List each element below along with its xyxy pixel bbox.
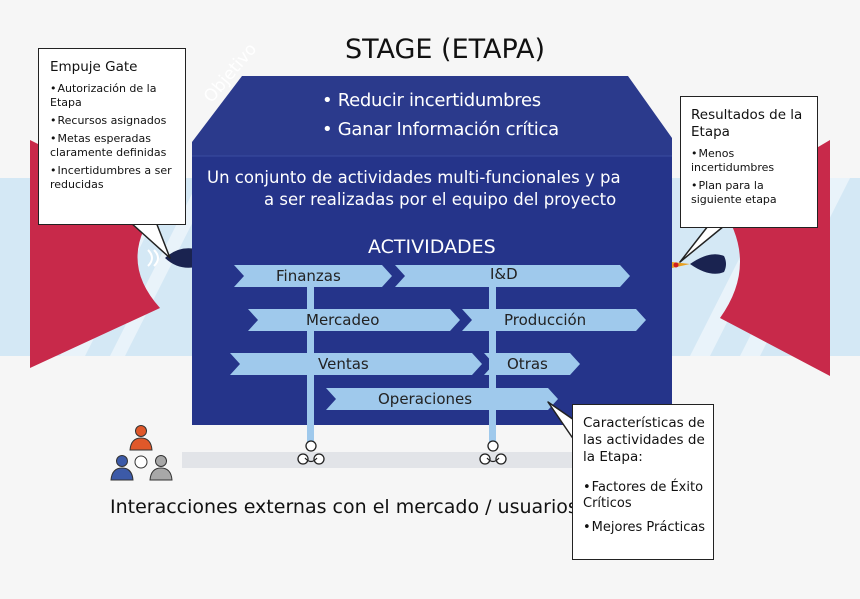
caracteristicas-item: Mejores Prácticas xyxy=(583,520,707,536)
activity-operaciones: Operaciones xyxy=(378,390,473,408)
arrow-produccion xyxy=(462,309,646,331)
caracteristicas-callout: Características de las actividades de la… xyxy=(572,404,714,560)
activity-id: I&D xyxy=(490,265,518,283)
resultados-list: Menos incertidumbres Plan para la siguie… xyxy=(691,147,811,207)
actividades-title: ACTIVIDADES xyxy=(368,236,496,258)
node-icon xyxy=(479,440,507,465)
arrow-id xyxy=(395,265,630,287)
activity-ventas: Ventas xyxy=(318,355,369,373)
activity-produccion: Producción xyxy=(504,311,587,329)
description-line-2: a ser realizadas por el equipo del proye… xyxy=(264,190,617,209)
empuje-gate-item: Autorización de la Etapa xyxy=(50,82,177,110)
activity-mercadeo: Mercadeo xyxy=(306,311,380,329)
empuje-gate-item: Incertidumbres a ser reducidas xyxy=(50,164,177,192)
interacciones-caption: Interacciones externas con el mercado / … xyxy=(110,496,578,518)
empuje-gate-title: Empuje Gate xyxy=(50,59,138,75)
user-group-icon xyxy=(110,425,173,481)
rocket-icon xyxy=(672,254,726,274)
description-line-1: Un conjunto de actividades multi-funcion… xyxy=(207,168,621,187)
resultados-title: Resultados de la Etapa xyxy=(691,107,803,140)
caracteristicas-list: Factores de Éxito Críticos Mejores Práct… xyxy=(583,480,707,536)
activity-finanzas: Finanzas xyxy=(276,267,341,285)
empuje-gate-item: Metas esperadas claramente definidas xyxy=(50,132,177,160)
empuje-gate-item: Recursos asignados xyxy=(50,114,177,128)
caracteristicas-item: Factores de Éxito Críticos xyxy=(583,480,707,512)
arrow-operaciones xyxy=(326,388,558,410)
stage-title: STAGE (ETAPA) xyxy=(344,34,546,65)
objetivo-bullet-1: • Reducir incertidumbres xyxy=(322,90,541,111)
resultados-callout: Resultados de la Etapa Menos incertidumb… xyxy=(680,96,818,228)
resultados-item: Plan para la siguiente etapa xyxy=(691,179,811,207)
interaction-bar xyxy=(182,452,572,468)
arrow-otras xyxy=(484,353,580,375)
resultados-item: Menos incertidumbres xyxy=(691,147,811,175)
objetivo-bullet-2: • Ganar Información crítica xyxy=(322,119,559,140)
arrow-ventas xyxy=(230,353,482,375)
node-icon xyxy=(297,440,325,465)
stage-panel-lower xyxy=(192,156,672,425)
activity-otras: Otras xyxy=(507,355,548,373)
arrow-mercadeo xyxy=(248,309,460,331)
activity-arrows xyxy=(230,265,646,410)
caracteristicas-title: Características de las actividades de la… xyxy=(583,415,705,465)
empuje-gate-callout: Empuje Gate Autorización de la Etapa Rec… xyxy=(38,48,186,225)
arrow-finanzas xyxy=(234,265,392,287)
empuje-gate-list: Autorización de la Etapa Recursos asigna… xyxy=(50,82,177,192)
